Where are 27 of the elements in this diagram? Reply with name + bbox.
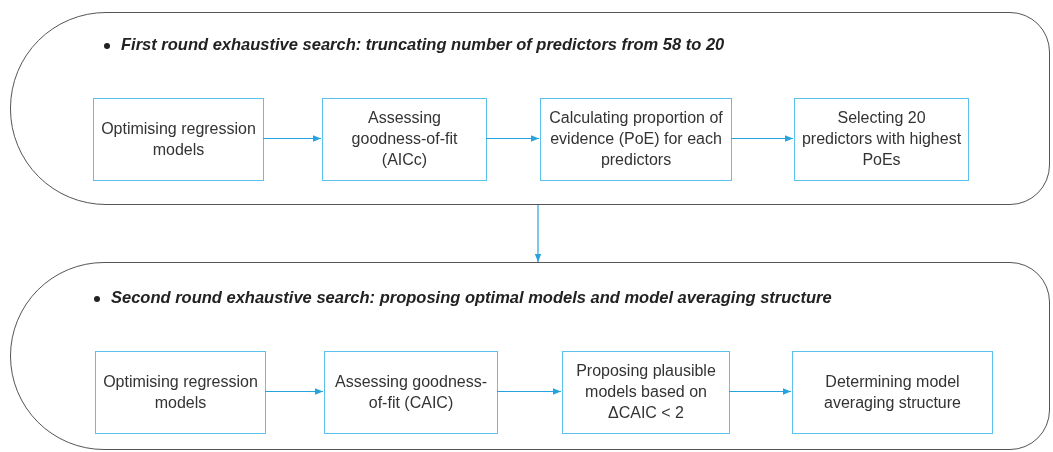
process-box	[324, 351, 498, 434]
process-box	[95, 351, 266, 434]
box-text: Assessing goodness-of-fit (AICc)	[350, 108, 459, 170]
process-box	[322, 98, 487, 181]
box-text: Proposing plausible models based on ΔCAIC < 2	[575, 361, 717, 423]
box-text: Assessing goodness-of-fit (CAIC)	[333, 371, 489, 413]
arrow	[264, 388, 324, 395]
section-heading: First round exhaustive search: truncating number of predictors from 58 to 20	[121, 35, 725, 54]
section-heading: Second round exhaustive search: proposing optimal models and model averaging structure	[111, 288, 832, 307]
process-box	[540, 98, 732, 181]
arrow	[730, 135, 794, 142]
arrow	[262, 135, 322, 142]
arrow	[534, 204, 542, 263]
process-box	[93, 98, 264, 181]
box-text: Optimising regression models	[102, 371, 259, 413]
process-box	[794, 98, 969, 181]
box-text: Optimising regression models	[100, 118, 257, 160]
box-text: Determining model averaging structure	[823, 371, 962, 413]
rounded-panel	[10, 12, 1050, 205]
process-box	[562, 351, 730, 434]
rounded-panel	[10, 262, 1050, 450]
process-box	[792, 351, 993, 434]
arrow	[728, 388, 792, 395]
arrow	[496, 388, 562, 395]
box-text: Selecting 20 predictors with highest PoEs	[800, 108, 963, 170]
arrow	[485, 135, 540, 142]
box-text: Calculating proportion of evidence (PoE) for each predictors	[548, 108, 724, 170]
